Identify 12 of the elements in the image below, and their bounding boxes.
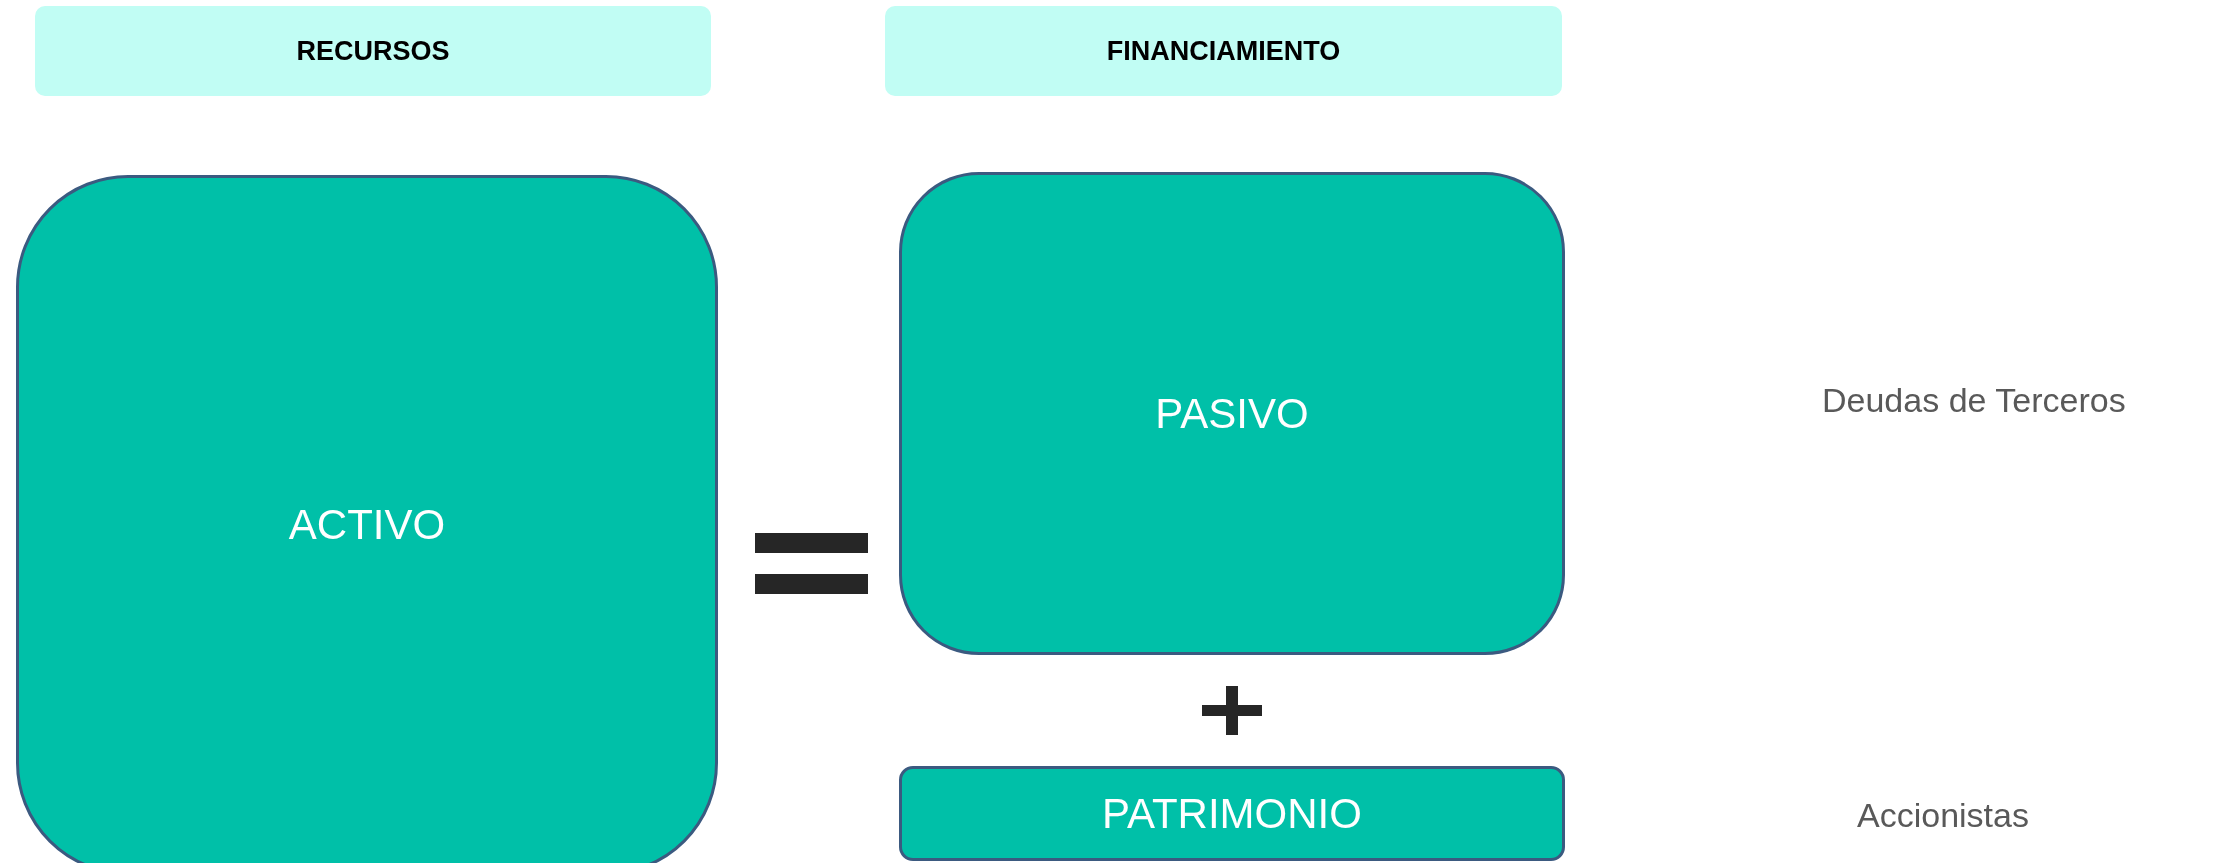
- rounded-box: [899, 766, 1565, 861]
- side-label: Accionistas: [1857, 796, 2029, 835]
- box-label: PATRIMONIO: [1102, 789, 1362, 838]
- box-label: ACTIVO: [288, 501, 446, 549]
- rounded-box: [16, 175, 718, 863]
- box-label: PASIVO: [1155, 389, 1309, 438]
- header-banner: [35, 6, 711, 96]
- header-label: FINANCIAMIENTO: [1106, 35, 1341, 67]
- header-label: RECURSOS: [296, 35, 450, 67]
- header-banner: [885, 6, 1562, 96]
- rounded-box: [899, 172, 1565, 655]
- side-label: Deudas de Terceros: [1822, 381, 2126, 420]
